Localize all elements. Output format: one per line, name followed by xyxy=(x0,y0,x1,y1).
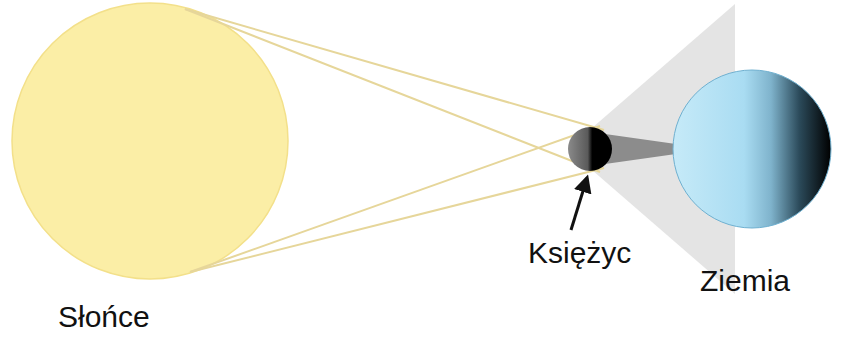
sun-disc xyxy=(12,3,288,279)
light-rays xyxy=(185,9,604,272)
moon-disc xyxy=(568,127,612,171)
leader-arrow xyxy=(571,178,587,230)
earth-label: Ziemia xyxy=(700,264,790,297)
moon-label: Księżyc xyxy=(528,236,631,269)
sun-label: Słońce xyxy=(58,300,150,333)
earth-disc xyxy=(673,70,831,228)
